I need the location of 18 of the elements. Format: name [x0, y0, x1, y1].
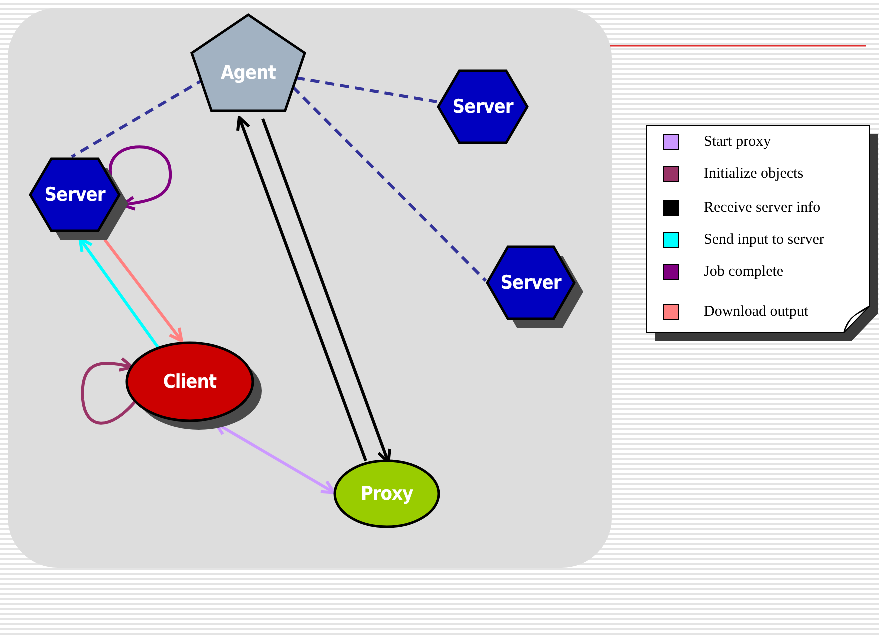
- arrow: [81, 357, 138, 425]
- node-label: Server: [500, 272, 563, 294]
- arrow: [109, 146, 172, 211]
- legend-label: Receive server info: [704, 200, 821, 216]
- node-label: Server: [44, 184, 107, 206]
- node-label: Agent: [220, 62, 277, 84]
- node-label: Server: [452, 96, 515, 118]
- dashed-connector: [296, 76, 438, 104]
- arrow: [104, 239, 184, 343]
- node-label: Client: [162, 371, 218, 393]
- legend-label: Job complete: [704, 264, 784, 280]
- dashed-connector: [292, 86, 488, 282]
- legend-label: Send input to server: [704, 232, 824, 248]
- legend-label: Start proxy: [704, 134, 772, 150]
- node-label: Proxy: [360, 483, 414, 505]
- legend-label: Initialize objects: [704, 166, 804, 182]
- arrow: [236, 116, 368, 462]
- legend-label: Download output: [704, 304, 809, 320]
